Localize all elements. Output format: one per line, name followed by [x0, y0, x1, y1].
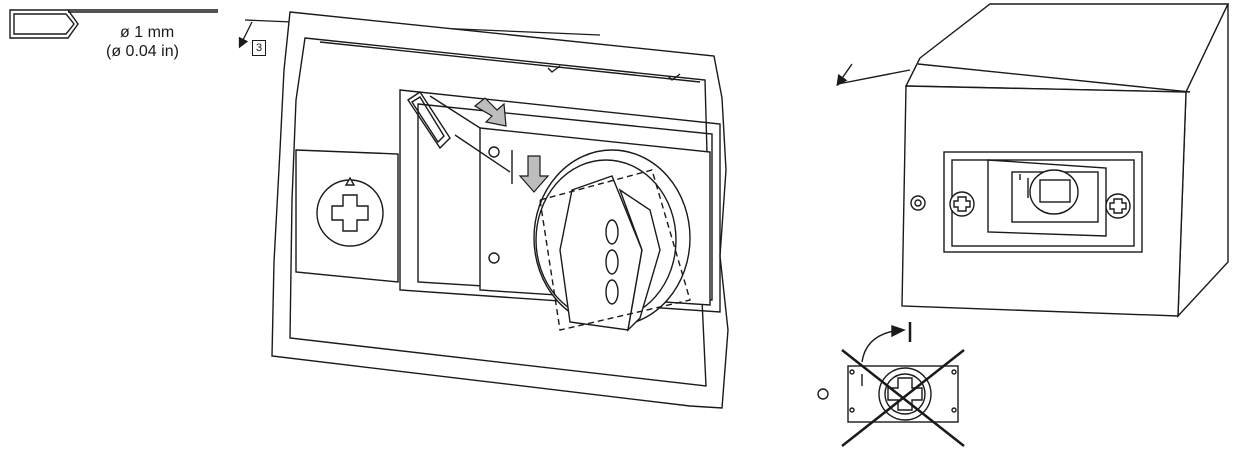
door-panel-closeup — [271, 11, 729, 409]
step-1-arrow — [473, 97, 507, 127]
step-2-arrow — [518, 155, 550, 193]
step-3-marker: 3 — [252, 40, 266, 56]
enclosure-box — [836, 3, 1230, 318]
prohibited-position-diagram — [817, 322, 965, 447]
wire-seal-icon — [9, 9, 218, 39]
wire-diameter-in-label: (ø 0.04 in) — [106, 43, 179, 60]
wire-diameter-mm-label: ø 1 mm — [120, 24, 175, 41]
